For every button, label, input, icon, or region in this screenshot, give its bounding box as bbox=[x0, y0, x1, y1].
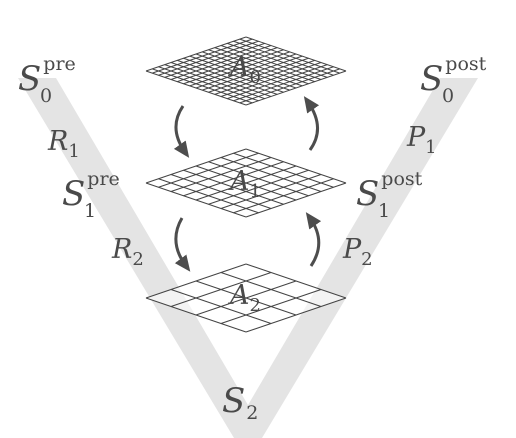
grid-line bbox=[170, 62, 272, 97]
grid-line bbox=[245, 70, 347, 106]
label-p2: P2 bbox=[342, 234, 373, 270]
label-r2: R2 bbox=[111, 234, 144, 270]
v-cycle-band bbox=[18, 78, 478, 438]
grid-line bbox=[208, 169, 309, 205]
grid-line bbox=[195, 280, 297, 316]
grid-line bbox=[158, 178, 259, 214]
grid-line bbox=[233, 66, 334, 102]
prolongation-arrow-2 bbox=[305, 212, 322, 267]
grid-line bbox=[245, 297, 347, 333]
grid-line bbox=[177, 59, 278, 95]
grid-line bbox=[220, 62, 322, 97]
grid-label-a2: A2 bbox=[227, 280, 261, 316]
grid-line bbox=[145, 182, 247, 218]
grid-line bbox=[145, 297, 247, 333]
grid-line bbox=[233, 178, 334, 214]
restriction-arrow-1 bbox=[173, 105, 190, 158]
restriction-arrow-2 bbox=[174, 217, 191, 272]
grid-line bbox=[202, 55, 303, 91]
label-s2: S2 bbox=[222, 381, 258, 424]
grid-line bbox=[239, 68, 340, 104]
grid-label-a1: A1 bbox=[227, 166, 261, 202]
grid-line bbox=[189, 55, 290, 91]
grid-line bbox=[145, 70, 247, 106]
grid-line bbox=[208, 57, 309, 93]
grid-level-1 bbox=[145, 148, 347, 218]
grid-line bbox=[220, 173, 322, 210]
grid-label-a0: A0 bbox=[227, 52, 261, 88]
grid-line bbox=[170, 173, 272, 210]
grid-line bbox=[170, 288, 272, 325]
grid-line bbox=[214, 59, 315, 95]
grid-line bbox=[158, 66, 259, 102]
grid-level-2 bbox=[145, 263, 347, 333]
label-p1: P1 bbox=[406, 122, 437, 158]
grid-line bbox=[195, 165, 297, 201]
grid-level-0 bbox=[145, 36, 347, 106]
grid-line bbox=[183, 57, 284, 93]
grid-line bbox=[195, 53, 297, 89]
prolongation-arrow-1 bbox=[303, 96, 320, 151]
grid-line bbox=[152, 68, 253, 104]
grid-line bbox=[245, 182, 347, 218]
label-r1: R1 bbox=[47, 126, 80, 162]
grid-line bbox=[164, 64, 265, 100]
grid-line bbox=[220, 288, 322, 325]
grid-line bbox=[227, 64, 328, 100]
grid-line bbox=[183, 169, 284, 205]
